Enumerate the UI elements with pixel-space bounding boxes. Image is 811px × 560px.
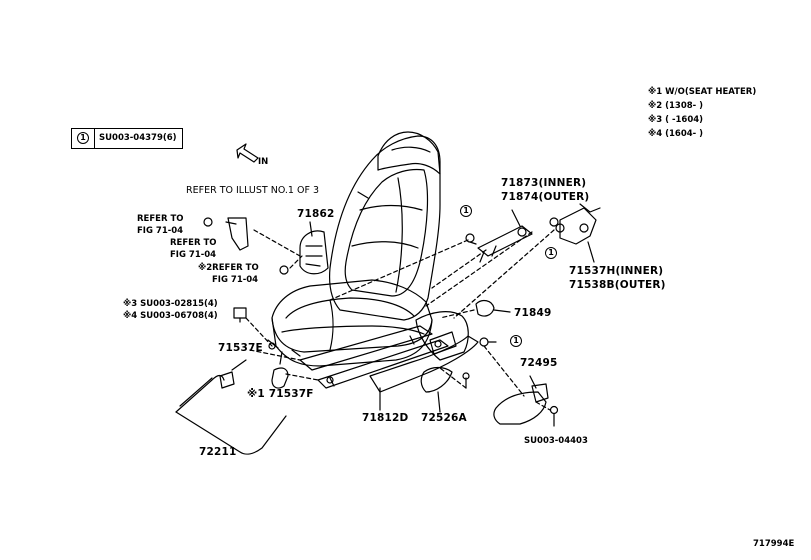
part-71538b: 71538B(OUTER) [569, 279, 666, 291]
recliner-cover-icon [299, 230, 329, 275]
seat-back-icon [328, 131, 441, 321]
refer-1-line2: FIG 71-04 [137, 226, 184, 236]
side-shield-icon [369, 335, 479, 393]
screw-icon [203, 217, 559, 389]
refer-illust-text: REFER TO ILLUST NO.1 OF 3 [186, 185, 319, 196]
bolt-note-4: ※4 SU003-06708(4) [123, 311, 218, 321]
legend-box: 1 SU003-04379(6) [71, 128, 183, 149]
part-71537e: 71537E [218, 342, 263, 354]
belt-anchor-icon [227, 217, 249, 251]
refer-1-line1: REFER TO [137, 214, 184, 224]
seat-cushion-icon [271, 279, 433, 367]
part-71874: 71874(OUTER) [501, 191, 590, 203]
note-1: ※1 W/O(SEAT HEATER) [648, 87, 757, 97]
part-71862: 71862 [297, 208, 335, 220]
lever-knob-icon [493, 383, 549, 425]
part-71537h: 71537H(INNER) [569, 265, 664, 277]
callout-mark: 1 [460, 205, 472, 217]
callout-mark: 1 [545, 247, 557, 259]
note-4: ※4 (1604- ) [648, 129, 704, 139]
part-72211: 72211 [199, 446, 237, 458]
part-72526a: 72526A [421, 412, 467, 424]
part-72495: 72495 [520, 357, 558, 369]
legend-divider [94, 129, 96, 148]
screw-icon [549, 405, 559, 427]
refer-2-line2: FIG 71-04 [170, 250, 217, 260]
direction-arrow-icon [236, 143, 259, 163]
clip-icon [475, 299, 511, 317]
legend-mark: 1 [77, 132, 89, 144]
side-bracket-icon [555, 203, 601, 245]
note-3: ※3 ( -1604) [648, 115, 704, 125]
callout-mark: 1 [510, 335, 522, 347]
part-71537f: ※1 71537F [247, 388, 314, 400]
refer-2-line1: REFER TO [170, 238, 217, 248]
figure-code: 717994E [753, 539, 795, 549]
legend-part-number: SU003-04379(6) [99, 133, 177, 143]
part-71873: 71873(INNER) [501, 177, 587, 189]
inner-shield-icon [415, 311, 469, 361]
part-71812d: 71812D [362, 412, 409, 424]
bolt-note-3: ※3 SU003-02815(4) [123, 299, 218, 309]
part-su003-04403: SU003-04403 [524, 436, 588, 446]
refer-3-line2: FIG 71-04 [212, 275, 259, 285]
spring-bar-icon [175, 374, 287, 455]
direction-label: IN [258, 157, 269, 167]
note-2: ※2 (1308- ) [648, 101, 704, 111]
seat-track-icon [267, 325, 449, 389]
bracket-icon [477, 225, 533, 263]
refer-3-line1: ※2REFER TO [198, 263, 259, 273]
part-71849: 71849 [514, 307, 552, 319]
